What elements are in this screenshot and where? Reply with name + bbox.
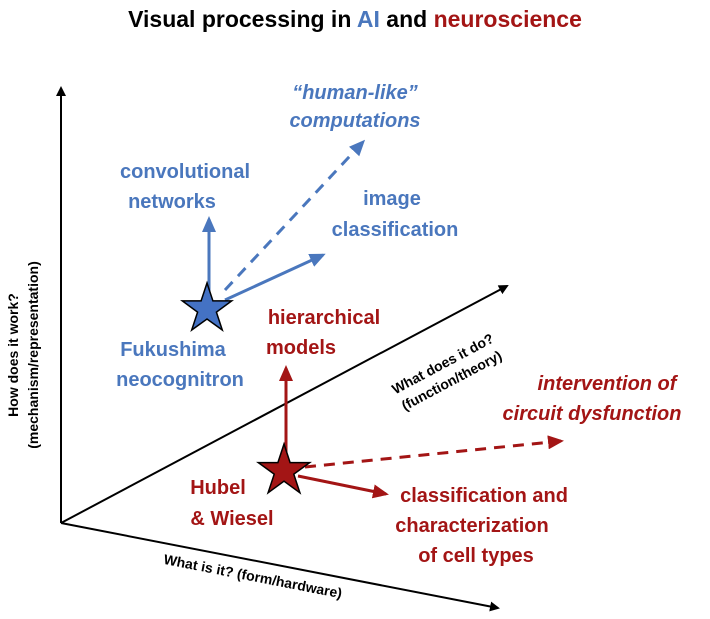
neuro-origin-label-line1: Hubel xyxy=(190,477,246,499)
ai-origin-label-line1: Fukushima xyxy=(120,339,226,361)
neuro-right-label-line1: classification and xyxy=(400,485,568,507)
ai-future-label: “human-like” computations xyxy=(289,82,420,132)
neuro-origin-label: Hubel & Wiesel xyxy=(190,477,273,530)
horizontal-axis xyxy=(60,522,500,612)
page-title: Visual processing in AI and neuroscience xyxy=(128,6,582,32)
horizontal-axis-label-line1: What is it? (form/hardware) xyxy=(162,551,343,601)
neuro-up-label: hierarchical models xyxy=(266,307,380,359)
ai-right-label-line1: image xyxy=(363,188,421,210)
ai-right-arrow xyxy=(224,253,326,302)
ai-future-label-line2: computations xyxy=(289,110,420,132)
neuro-right-label: classification and characterization of c… xyxy=(395,485,568,567)
diagonal-axis-label: What does it do? (function/theory) xyxy=(389,330,504,413)
title-neuro-word: neuroscience xyxy=(434,6,582,32)
diagonal-axis xyxy=(60,285,509,524)
ai-up-label-line2: networks xyxy=(128,191,216,213)
neuro-future-label-line1: intervention of xyxy=(538,373,679,395)
title-part-2: and xyxy=(380,6,434,32)
ai-right-label: image classification xyxy=(332,188,459,241)
ai-up-label-line1: convolutional xyxy=(120,161,250,183)
ai-up-label: convolutional networks xyxy=(120,161,250,213)
neuro-future-label: intervention of circuit dysfunction xyxy=(503,373,682,425)
ai-future-label-line1: “human-like” xyxy=(292,82,418,104)
neuro-up-label-line2: models xyxy=(266,337,336,359)
neuro-right-label-line3: of cell types xyxy=(418,545,534,567)
neuro-right-label-line2: characterization xyxy=(395,515,548,537)
neuro-future-label-line2: circuit dysfunction xyxy=(503,403,682,425)
neuro-right-arrow xyxy=(297,474,389,499)
vertical-axis-label-line1: How does it work? xyxy=(5,293,21,417)
ai-origin-label: Fukushima neocognitron xyxy=(116,339,244,391)
title-ai-word: AI xyxy=(357,6,380,32)
horizontal-axis-label: What is it? (form/hardware) xyxy=(162,551,343,601)
neuro-up-label-line1: hierarchical xyxy=(268,307,380,329)
ai-star-icon xyxy=(180,280,234,332)
neuro-future-arrow xyxy=(304,435,564,469)
ai-right-label-line2: classification xyxy=(332,219,459,241)
ai-future-arrow xyxy=(223,139,366,292)
neuro-origin-label-line2: & Wiesel xyxy=(190,508,273,530)
ai-origin-label-line2: neocognitron xyxy=(116,369,244,391)
vertical-axis-label: How does it work? (mechanism/representat… xyxy=(5,261,41,449)
neuro-star-icon xyxy=(255,441,313,495)
title-part-1: Visual processing in xyxy=(128,6,357,32)
vertical-axis-label-line2: (mechanism/representation) xyxy=(25,261,41,449)
